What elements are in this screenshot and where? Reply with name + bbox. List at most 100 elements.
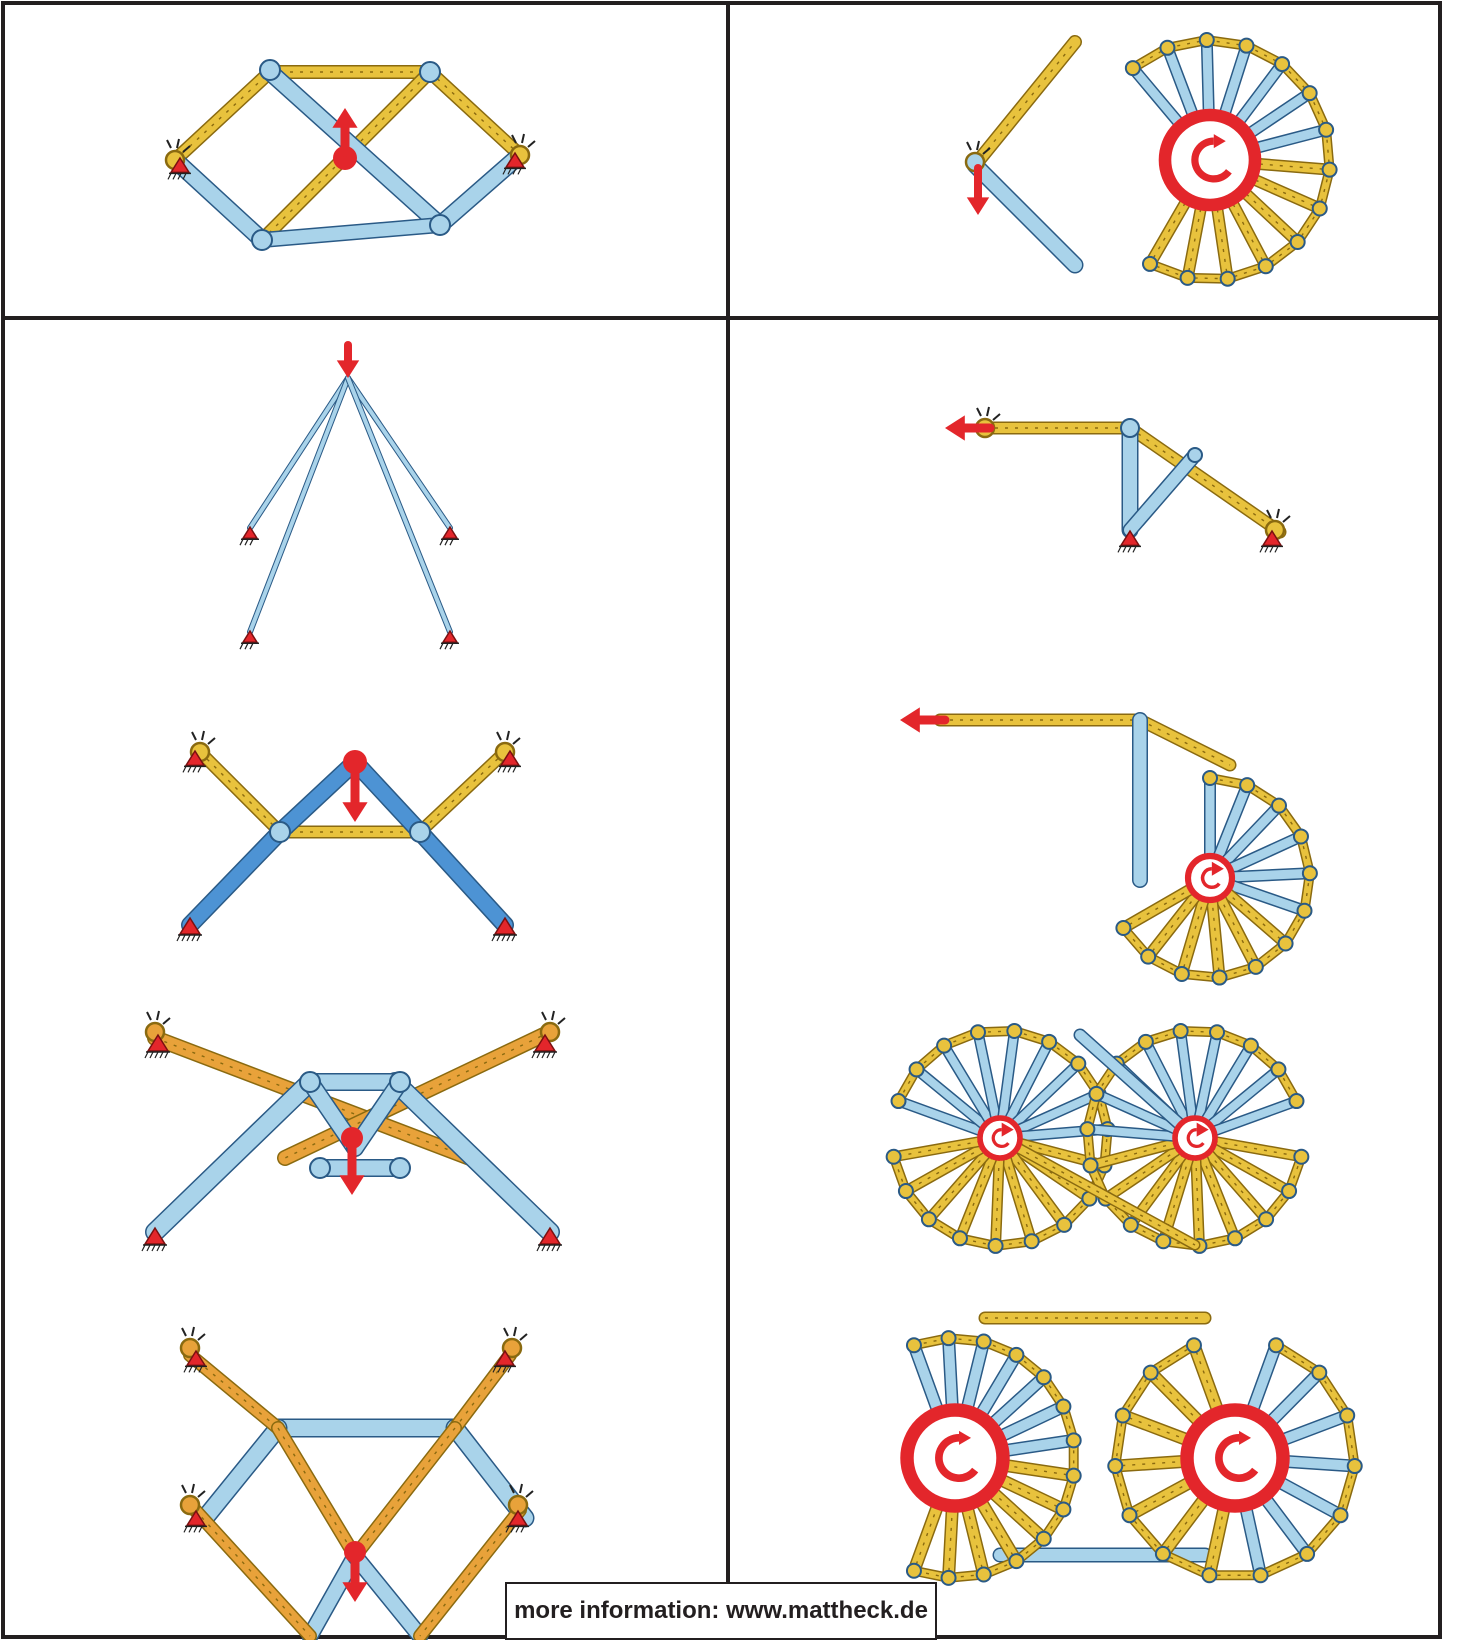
joint-node — [310, 1158, 330, 1178]
red-arrow-icon — [332, 108, 357, 128]
joint-node — [1123, 1508, 1137, 1522]
joint-node — [1333, 1508, 1347, 1522]
red-arrow-icon — [945, 415, 965, 440]
red-arrow-icon — [967, 197, 989, 215]
joint-node — [1056, 1502, 1070, 1516]
support-hatch — [240, 643, 253, 649]
strut-bar — [262, 225, 440, 240]
strut-bar — [190, 832, 280, 925]
panel-crossed-beam-truss — [142, 1011, 565, 1251]
joint-node — [1240, 778, 1254, 792]
joint-node — [1271, 1062, 1285, 1076]
joint-node — [1259, 259, 1273, 273]
joint-node — [1300, 1547, 1314, 1561]
joint-node — [1025, 1234, 1039, 1248]
rotation-arrow-icon — [980, 1118, 1020, 1158]
pin-support-icon — [443, 631, 457, 642]
structure-drawings — [142, 33, 1362, 1636]
strut-bar — [355, 1556, 420, 1636]
joint-node — [907, 1564, 921, 1578]
joint-node — [1160, 41, 1174, 55]
info-caption-text: more information: www.mattheck.de — [514, 1597, 928, 1625]
red-arrow-icon — [342, 1582, 367, 1602]
panel-triangle-rope-truss — [177, 731, 521, 941]
joint-node — [1203, 771, 1217, 785]
joint-node — [1291, 235, 1305, 249]
joint-node — [270, 822, 290, 842]
joint-node — [1348, 1459, 1362, 1473]
joint-node — [1007, 1024, 1021, 1038]
joint-node — [1272, 799, 1286, 813]
joint-node — [1275, 57, 1289, 71]
rope-fringe — [182, 1484, 205, 1497]
panel-horizontal-pull-truss — [945, 407, 1290, 552]
joint-node — [1009, 1348, 1023, 1362]
joint-node — [892, 1094, 906, 1108]
pin-support-icon — [243, 527, 257, 538]
joint-node — [1323, 163, 1337, 177]
joint-node — [1056, 1400, 1070, 1414]
joint-node — [1143, 257, 1157, 271]
joint-node — [1269, 1338, 1283, 1352]
support-hatch — [1260, 546, 1278, 552]
joint-node — [260, 60, 280, 80]
pin-support-icon — [243, 631, 257, 642]
support-hatch — [492, 935, 515, 941]
joint-node — [1200, 33, 1214, 47]
rope-fringe — [147, 1011, 170, 1024]
joint-node — [1249, 960, 1263, 974]
joint-node — [1294, 1150, 1308, 1164]
joint-node — [1294, 829, 1308, 843]
support-hatch — [1118, 546, 1136, 552]
joint-node — [420, 62, 440, 82]
joint-node — [390, 1072, 410, 1092]
strut-bar — [205, 1428, 278, 1518]
panel-trapezoid-rope-truss — [181, 1327, 533, 1636]
joint-node — [1202, 1568, 1216, 1582]
joint-node — [1037, 1370, 1051, 1384]
rope-fringe — [504, 1327, 527, 1340]
panel-double-wheel-truss — [887, 1024, 1309, 1253]
joint-node — [1254, 1568, 1268, 1582]
joint-node — [1210, 1025, 1224, 1039]
support-hatch — [184, 1526, 202, 1532]
rotation-arrow-icon — [1165, 115, 1255, 205]
rope-strand — [195, 1510, 310, 1636]
support-hatch — [177, 935, 200, 941]
support-hatch — [142, 1245, 165, 1251]
rope-strand — [420, 752, 505, 832]
joint-node — [1124, 1218, 1138, 1232]
joint-node — [1312, 1366, 1326, 1380]
joint-node — [1116, 1408, 1130, 1422]
panel-rope-rhombus-truss — [166, 60, 535, 250]
joint-node — [1244, 1039, 1258, 1053]
joint-node — [977, 1334, 991, 1348]
support-hatch — [240, 539, 253, 545]
red-arrow-icon — [342, 802, 367, 822]
joint-node — [937, 1039, 951, 1053]
joint-node — [1071, 1057, 1085, 1071]
joint-node — [1037, 1532, 1051, 1546]
joint-node — [922, 1212, 936, 1226]
joint-node — [1174, 1024, 1188, 1038]
joint-node — [887, 1150, 901, 1164]
joint-node — [1181, 271, 1195, 285]
joint-node — [1139, 1035, 1153, 1049]
joint-node — [1221, 272, 1235, 286]
panel-hanging-struts-fan — [240, 345, 459, 649]
joint-node — [1108, 1459, 1122, 1473]
support-hatch — [532, 1052, 555, 1058]
joint-node — [942, 1571, 956, 1585]
strut-bar — [975, 165, 1075, 265]
joint-node — [1067, 1469, 1081, 1483]
support-hatch — [145, 1052, 168, 1058]
joint-node — [1116, 921, 1130, 935]
joint-node — [1239, 39, 1253, 53]
rotation-arrow-icon — [1188, 856, 1232, 900]
joint-node — [1319, 123, 1333, 137]
rope-fringe — [192, 731, 215, 744]
rope-fringe — [182, 1327, 205, 1340]
strut-bar — [420, 832, 505, 925]
joint-node — [1213, 971, 1227, 985]
